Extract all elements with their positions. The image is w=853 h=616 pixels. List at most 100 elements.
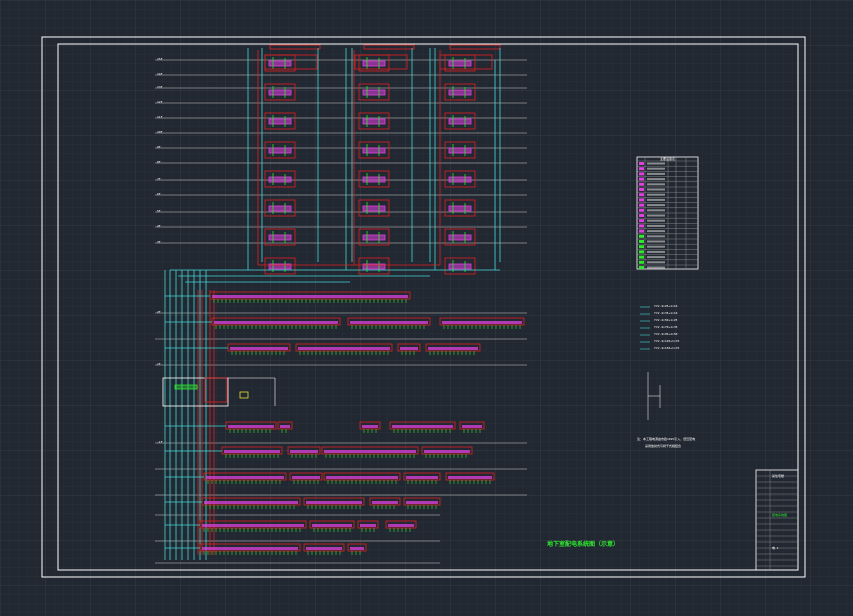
unit-outline bbox=[358, 199, 390, 217]
top-panel bbox=[264, 54, 318, 70]
legend-name bbox=[647, 198, 665, 201]
distribution-diagram bbox=[155, 270, 527, 564]
unit-outline bbox=[358, 83, 390, 101]
legend-name bbox=[647, 250, 665, 253]
meter-box bbox=[268, 263, 292, 270]
panel-breakers bbox=[206, 476, 284, 479]
panel-breakers bbox=[388, 524, 414, 527]
breaker-row bbox=[174, 384, 198, 390]
distribution-panel bbox=[421, 446, 473, 455]
meter-box bbox=[448, 89, 472, 96]
legend-symbol bbox=[639, 234, 644, 238]
meter-box bbox=[268, 147, 292, 154]
legend-name bbox=[647, 224, 665, 227]
legend-symbol bbox=[639, 240, 644, 243]
legend-name bbox=[647, 240, 665, 243]
panel-breakers bbox=[212, 295, 408, 298]
unit-outline bbox=[444, 257, 476, 275]
unit-outline bbox=[444, 199, 476, 217]
meter-box bbox=[362, 205, 386, 212]
legend-table-title: 主要设备表 bbox=[660, 157, 676, 161]
meter-box bbox=[362, 176, 386, 183]
distribution-panel bbox=[369, 497, 401, 506]
meter-cabinet bbox=[239, 391, 249, 399]
panel-breakers bbox=[406, 476, 438, 479]
inner-frame bbox=[57, 43, 799, 571]
distribution-panel bbox=[277, 421, 293, 430]
meter-box bbox=[448, 176, 472, 183]
distribution-panel bbox=[425, 343, 481, 352]
cable-legend-item: YJV-4×50+1×25 bbox=[654, 318, 678, 322]
legend-symbol bbox=[639, 162, 644, 165]
unit-outline bbox=[444, 170, 476, 188]
cable-legend-item: YJV-4×70+1×35 bbox=[654, 325, 678, 329]
floor-label: 15F bbox=[157, 57, 163, 61]
title-block-drawing-name: 配电系统图 bbox=[772, 513, 788, 517]
panel-breakers bbox=[400, 347, 418, 350]
title-block-project: 某住宅楼 bbox=[772, 474, 785, 478]
legend-name bbox=[647, 256, 665, 259]
legend-symbol bbox=[639, 229, 644, 233]
distribution-panel bbox=[303, 497, 365, 506]
cable-legend-item: YJV-4×120+1×70 bbox=[654, 339, 680, 343]
distribution-panel bbox=[385, 520, 417, 529]
distribution-panel bbox=[439, 317, 525, 326]
title-block bbox=[755, 469, 799, 571]
legend-symbol bbox=[639, 167, 644, 171]
unit-outline bbox=[264, 83, 296, 101]
distribution-panel bbox=[347, 317, 431, 326]
floor-label: 9F bbox=[157, 145, 161, 149]
panel-breakers bbox=[292, 476, 320, 479]
legend-symbol bbox=[639, 188, 644, 191]
panel-breakers bbox=[306, 501, 362, 504]
meter-box bbox=[268, 176, 292, 183]
legend-name bbox=[647, 183, 665, 186]
distribution-panel bbox=[359, 421, 381, 430]
panel-breakers bbox=[424, 450, 470, 453]
floor-label: 3F bbox=[157, 240, 161, 244]
panel-breakers bbox=[306, 547, 342, 550]
legend-name bbox=[647, 178, 665, 181]
meter-box bbox=[268, 205, 292, 212]
legend-symbol bbox=[639, 250, 644, 254]
legend-symbol bbox=[639, 214, 644, 217]
panel-breakers bbox=[204, 501, 298, 504]
panel-breakers bbox=[224, 450, 280, 453]
panel-breakers bbox=[202, 524, 304, 527]
distribution-panel bbox=[347, 543, 367, 552]
meter-box bbox=[362, 118, 386, 125]
title-block-frame bbox=[755, 469, 799, 571]
meter-box bbox=[362, 147, 386, 154]
legend-symbol bbox=[639, 245, 644, 249]
outer-frame bbox=[41, 36, 806, 578]
panel-breakers bbox=[298, 347, 390, 350]
distribution-panel bbox=[203, 472, 287, 481]
legend-name bbox=[647, 209, 665, 212]
meter-box bbox=[448, 263, 472, 270]
panel-breakers bbox=[428, 347, 478, 350]
panel-breakers bbox=[406, 501, 438, 504]
floor-label: 6F bbox=[157, 192, 161, 196]
column-header bbox=[269, 44, 321, 50]
legend-symbol bbox=[639, 260, 644, 264]
column-header bbox=[449, 44, 501, 50]
floor-label: 5F bbox=[157, 209, 161, 213]
panel-breakers bbox=[230, 347, 288, 350]
legend-name bbox=[647, 235, 665, 238]
panel-breakers bbox=[372, 501, 398, 504]
panel-breakers bbox=[290, 450, 318, 453]
legend-name bbox=[647, 214, 665, 217]
panel-breakers bbox=[360, 524, 376, 527]
title-block-sheet: 电-1 bbox=[772, 546, 779, 550]
panel-breakers bbox=[214, 321, 338, 324]
legend-name bbox=[647, 230, 665, 233]
legend-name bbox=[647, 162, 665, 165]
distribution-panel bbox=[309, 520, 355, 529]
unit-outline bbox=[264, 170, 296, 188]
panel-breakers bbox=[350, 321, 428, 324]
legend-symbol bbox=[639, 255, 644, 259]
meter-box bbox=[362, 234, 386, 241]
legend-name bbox=[647, 167, 665, 170]
unit-outline bbox=[444, 83, 476, 101]
